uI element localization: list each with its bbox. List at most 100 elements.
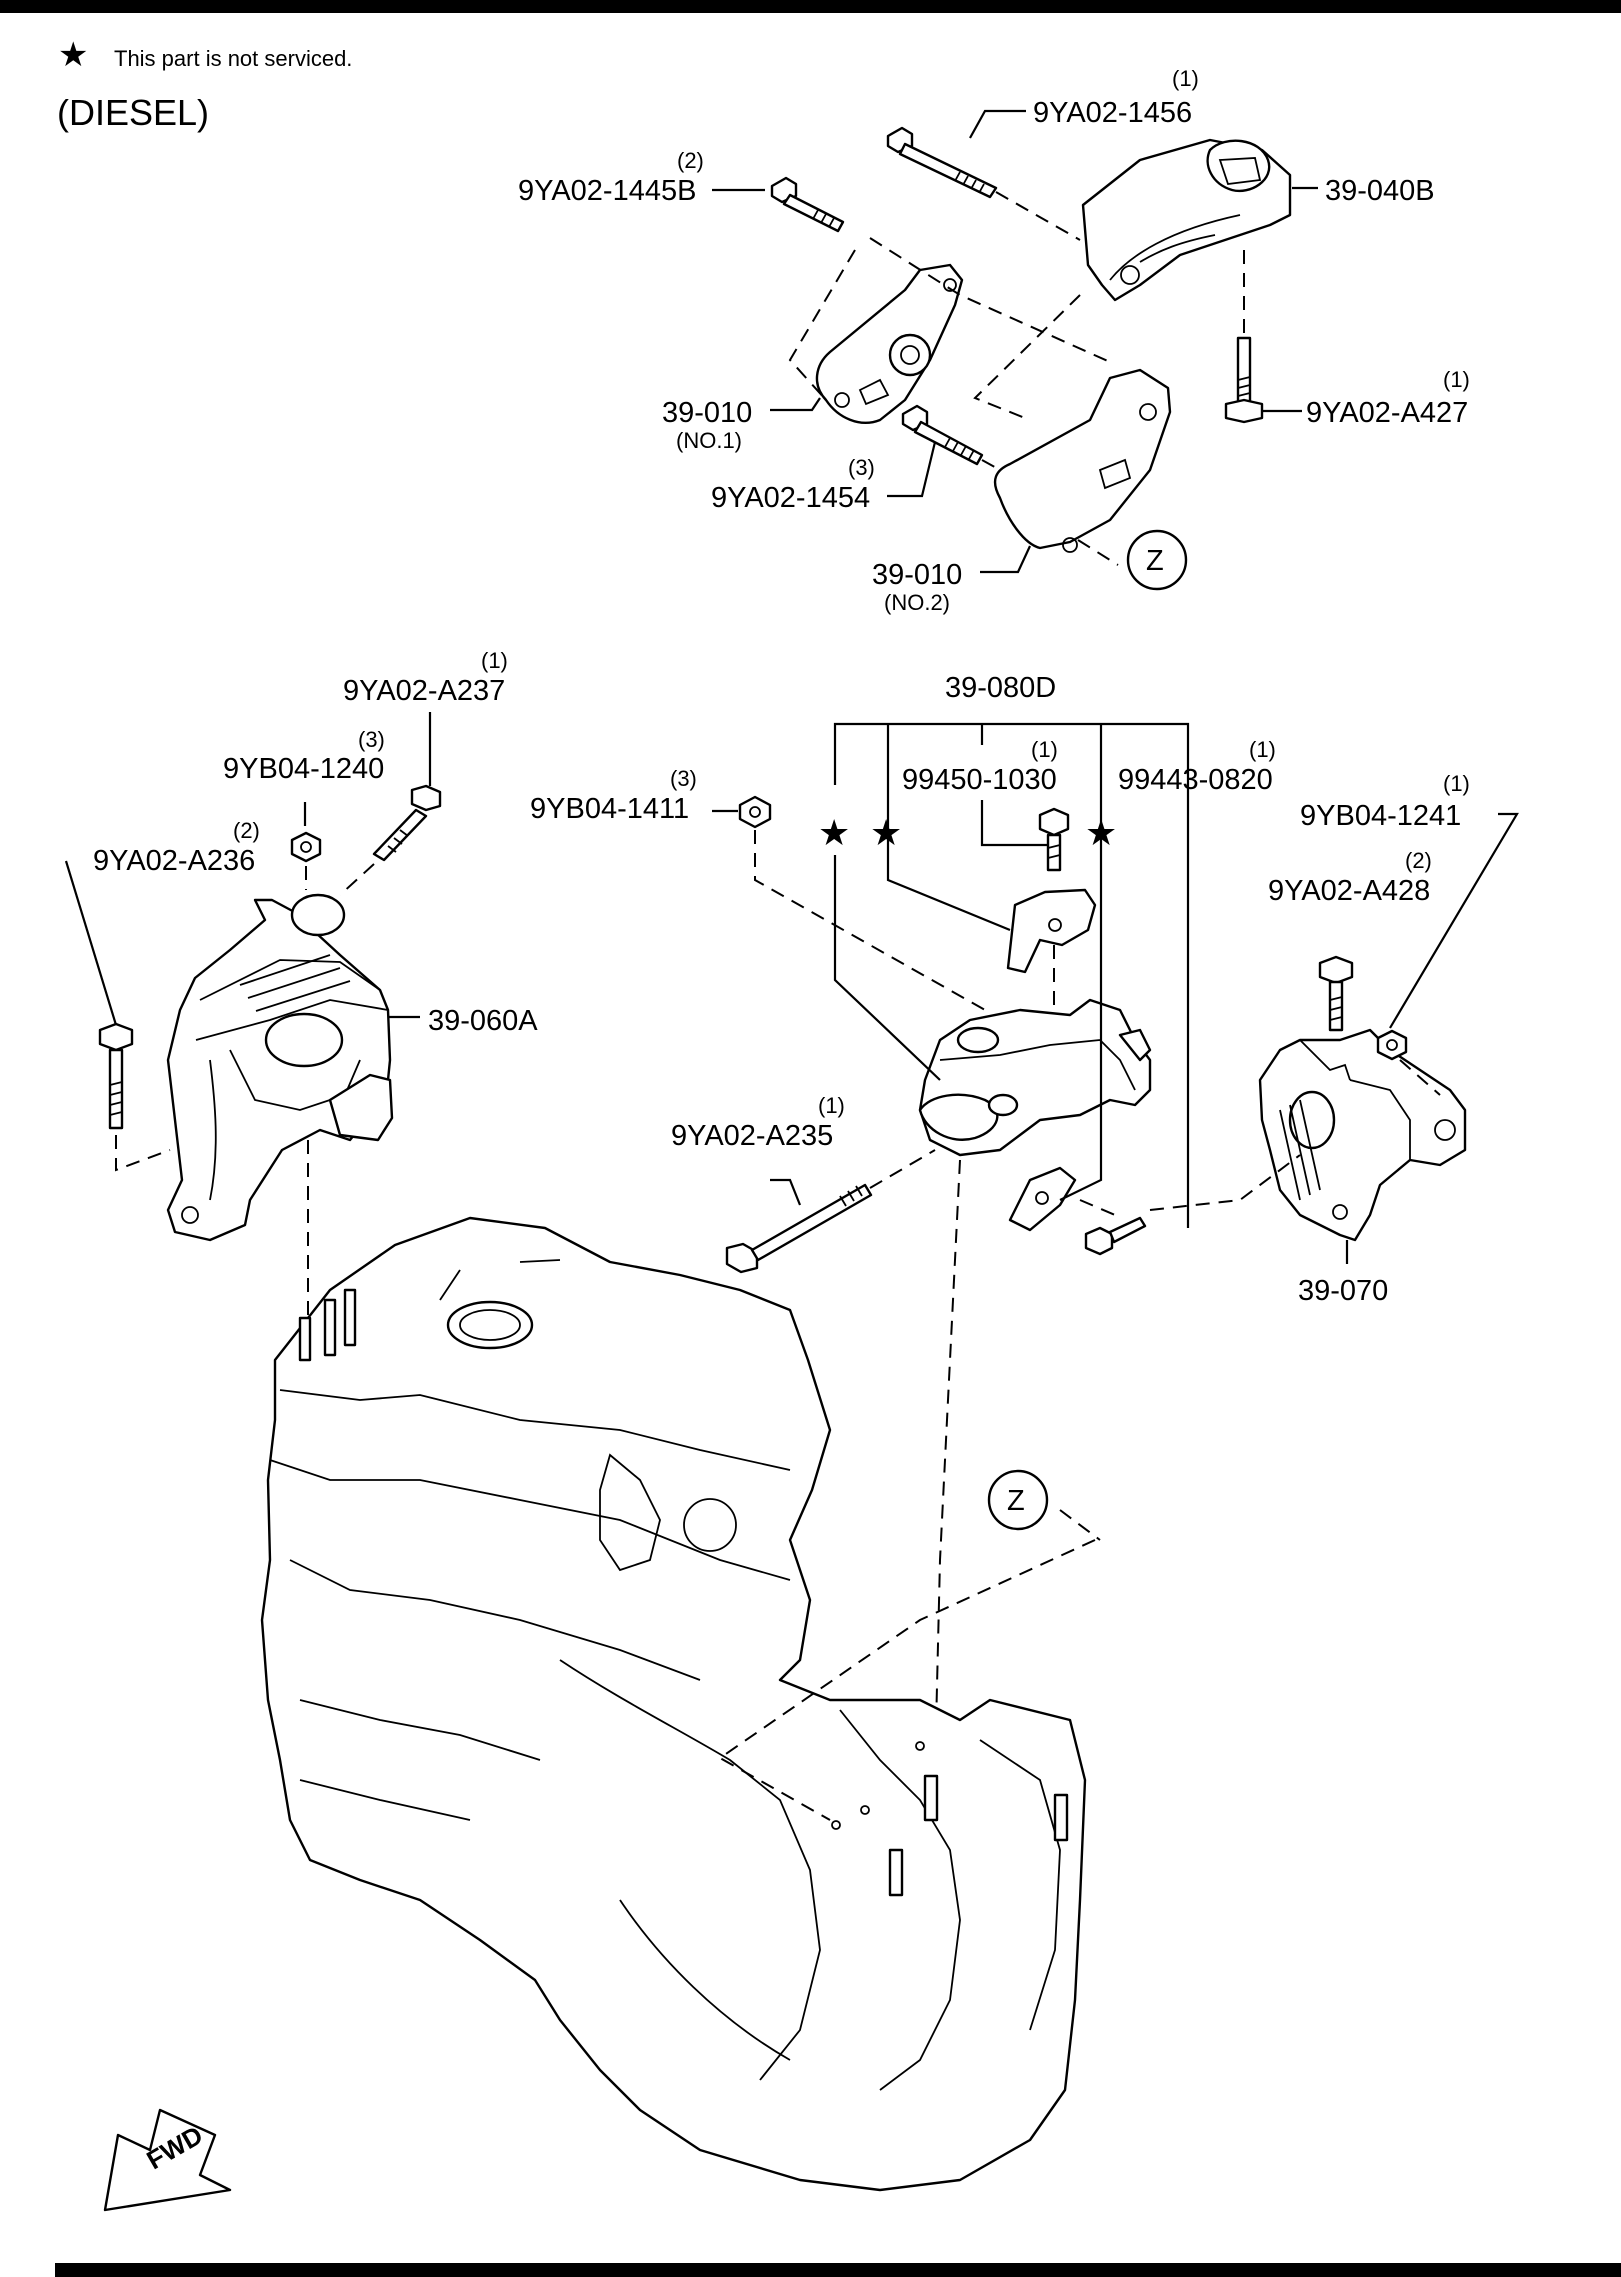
code-9YB04-1240: 9YB04-1240 [223,753,384,785]
dash-a237 [339,863,375,896]
dash-1241 [1399,1059,1441,1096]
bracket-line-4 [1059,724,1103,1201]
not-serviced-note: This part is not serviced. [114,46,352,71]
code-9YA02-A237: 9YA02-A237 [343,675,505,707]
bolt-9YA02-A428 [1318,955,1354,1032]
bolt-99450-1030 [1038,807,1070,872]
ref-z-bottom: Z [1007,1485,1025,1517]
ref-circle-z-top [1126,529,1188,591]
part-39-010-no2 [993,368,1172,553]
code-39-040B: 39-040B [1325,175,1435,207]
top-border [0,0,1621,13]
code-99443-0820: 99443-0820 [1118,764,1273,796]
block-studs-right [831,1741,1069,1897]
dash-39-010-no1-right [869,237,1111,363]
code-9YA02-1454: 9YA02-1454 [711,482,870,514]
star-symbol: ★ [58,36,88,74]
star-3: ★ [1085,812,1117,853]
part-39-080D [918,998,1152,1157]
qty-9YA02-A235: (1) [818,1093,845,1118]
code-39-060A: 39-060A [428,1005,538,1037]
dash-z-top [1077,539,1119,566]
star-1: ★ [818,812,850,853]
bracket-line-1 [833,855,941,1081]
star-2: ★ [870,812,902,853]
dash-a235 [869,1149,936,1189]
dash-1411 [754,830,986,1011]
leader-9YA02-A236 [64,860,118,1026]
ref-z-top: Z [1146,545,1164,577]
code-9YA02-A427: 9YA02-A427 [1306,397,1468,429]
qty-9YB04-1241: (1) [1443,771,1470,796]
qty-9YA02-1454: (3) [848,455,875,480]
dash-a236 [115,1135,171,1172]
variant-label: (DIESEL) [57,92,209,133]
bolt-9YA02-A427 [1224,336,1264,424]
bracket-line-2 [886,724,1011,932]
bolt-9YA02-A235 [725,1183,873,1274]
part-39-060A [166,893,394,1242]
code-9YA02-A235: 9YA02-A235 [671,1120,833,1152]
part-39-010-no1 [815,263,964,424]
qty-9YA02-A427: (1) [1443,367,1470,392]
block-studs-left [298,1288,357,1362]
dash-080d-down [934,1159,961,1771]
code-99450-1030: 99450-1030 [902,764,1057,796]
code-9YA02-1445B: 9YA02-1445B [518,175,696,207]
leader-99450-1030 [980,800,1048,847]
leader-9YA02-1456 [969,109,1026,139]
leader-39-010-no2 [980,545,1031,574]
qty-9YA02-1445B: (2) [677,148,704,173]
bolt-9YA02-1454 [901,404,984,466]
bolt-9YA02-1445B [770,176,845,233]
dash-39-010-no1-left [788,249,856,401]
leader-9YA02-1454 [887,441,937,498]
bottom-border [55,2263,1621,2277]
code-39-080D: 39-080D [945,672,1056,704]
qty-9YA02-1456: (1) [1172,66,1199,91]
qty-99450-1030: (1) [1031,737,1058,762]
engine-block [260,1216,1087,2192]
dash-top-mid [973,294,1081,421]
code-9YA02-A236: 9YA02-A236 [93,845,255,877]
qty-9YB04-1240: (3) [358,727,385,752]
fwd-arrow-icon: FWD [103,2108,232,2212]
leader-dash [995,191,1081,241]
bolt-9YA02-1456 [886,126,998,199]
code-9YA02-A428: 9YA02-A428 [1268,875,1430,907]
code-39-070: 39-070 [1298,1275,1388,1307]
code-9YB04-1241: 9YB04-1241 [1300,800,1461,832]
leader-39-010-no1 [770,397,821,412]
code-9YA02-1456: 9YA02-1456 [1033,97,1192,129]
bracket-small-39-080D [1008,1166,1077,1232]
nut-9YB04-1241 [1376,1029,1408,1061]
dash-z-bottom-2 [1059,1509,1101,1541]
bracket-39-080D [1006,888,1097,974]
qty-99443-0820: (1) [1249,737,1276,762]
code-9YB04-1411: 9YB04-1411 [530,793,689,825]
qty-9YA02-A236: (2) [233,818,260,843]
dash-z-bottom [718,1539,1096,1821]
bolt-9YA02-A237 [372,784,442,862]
code-39-010-no2: 39-010 [872,559,962,591]
part-39-070 [1258,1028,1467,1242]
dash-1454 [981,459,1001,471]
leader-9YA02-A235 [770,1178,802,1206]
dash-0820 [1079,1199,1116,1216]
bracket-39-080D-leader [833,722,1190,1228]
qty-9YA02-A428: (2) [1405,848,1432,873]
ref-circle-z-bottom [987,1469,1049,1531]
nut-9YB04-1411 [738,795,772,829]
sub-39-010-no2: (NO.2) [884,590,950,615]
bolt-9YA02-A236 [98,1022,134,1130]
nut-9YB04-1240 [290,831,322,863]
leader-9YB04-1241 [1389,812,1519,1029]
sub-39-010-no1: (NO.1) [676,428,742,453]
qty-9YB04-1411: (3) [670,766,697,791]
part-39-040B [1081,138,1292,302]
qty-9YA02-A237: (1) [481,648,508,673]
code-39-010-no1: 39-010 [662,397,752,429]
bolt-99443-0820 [1084,1216,1147,1256]
